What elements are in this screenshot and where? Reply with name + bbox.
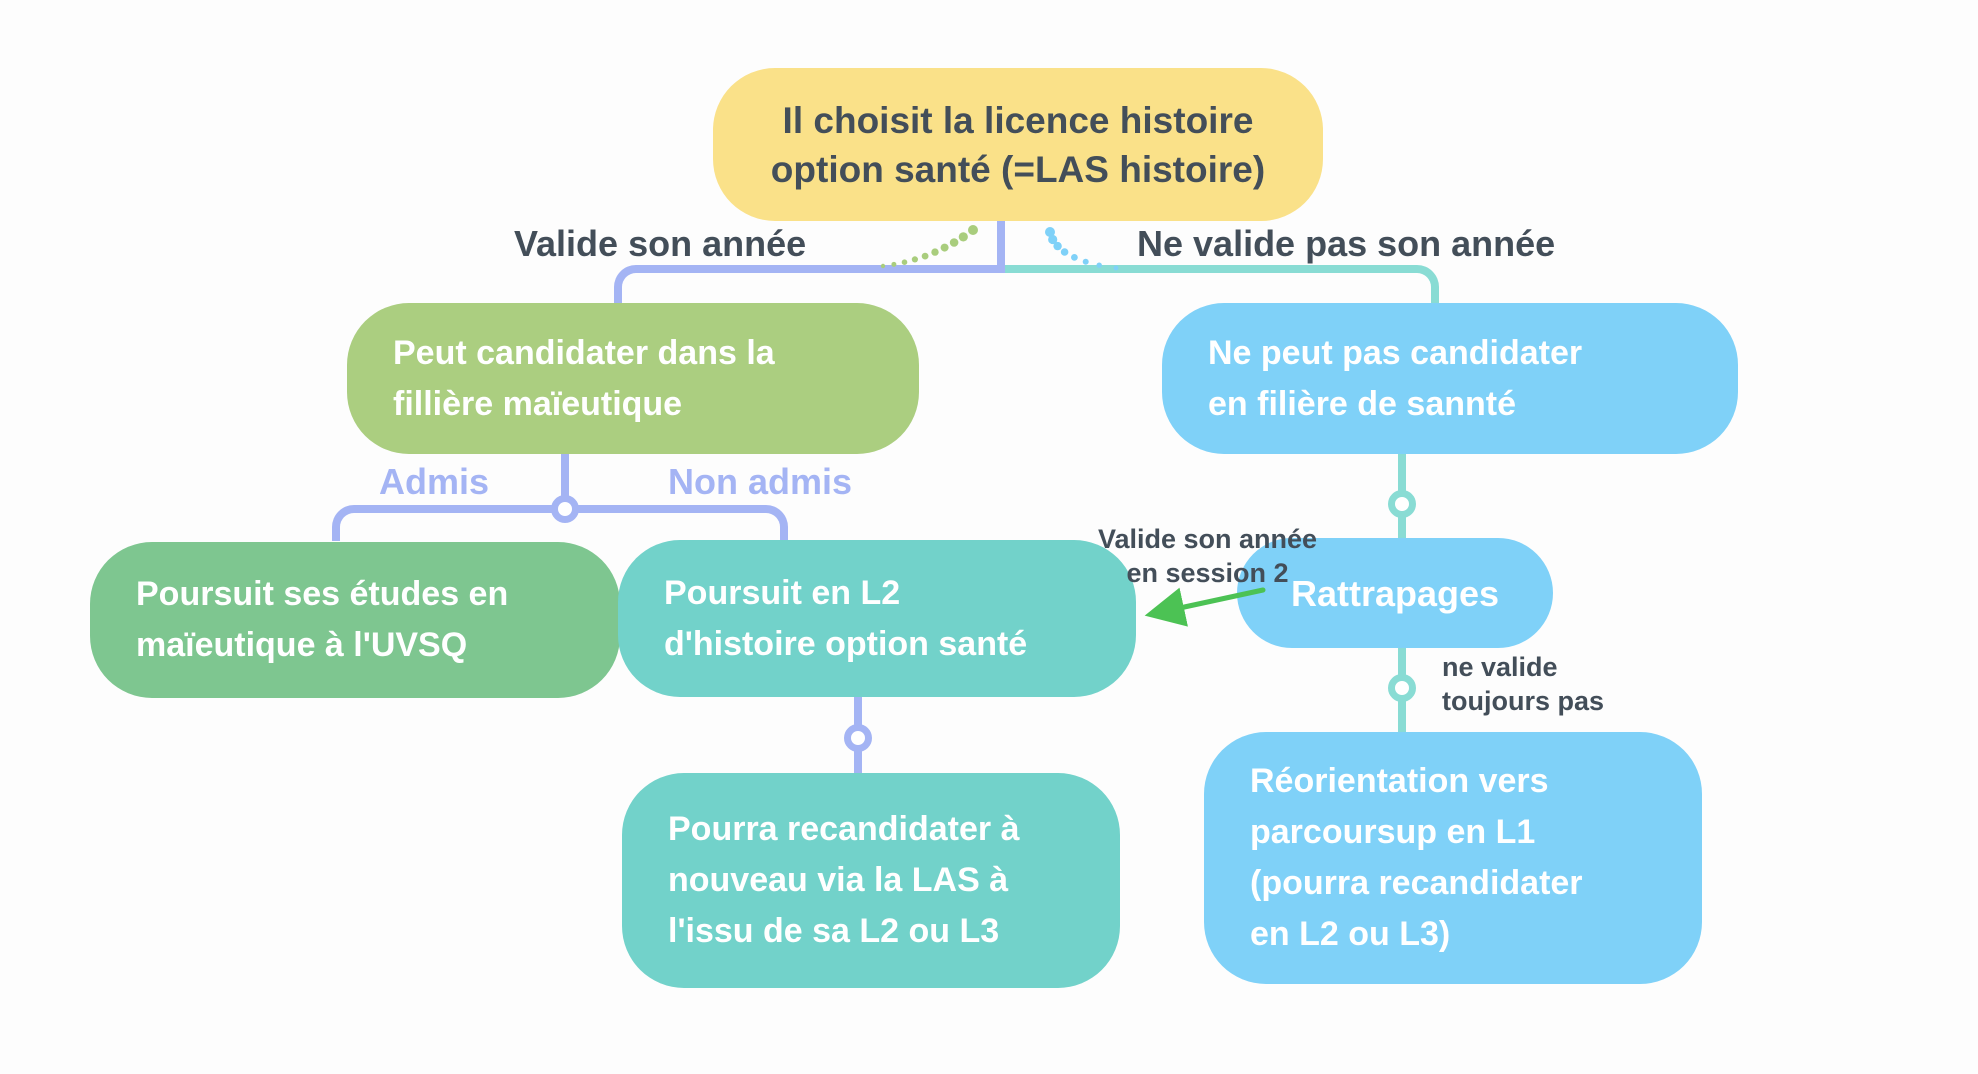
- node-reorientation-line2: parcoursup en L1: [1250, 813, 1536, 851]
- node-can-apply-line1: Peut candidater dans la: [393, 333, 775, 372]
- label-admitted: Admis: [379, 461, 490, 502]
- node-continue-l2-line2: d'histoire option santé: [664, 624, 1028, 663]
- connector-not-validates-branch: [1005, 265, 1439, 311]
- node-reorientation-line4: en L2 ou L3): [1250, 915, 1451, 953]
- label-session2-line2: en session 2: [1126, 558, 1289, 588]
- connector-validates-branch: [614, 265, 1013, 311]
- node-root-line2: option santé (=LAS histoire): [770, 148, 1266, 190]
- node-cannot-apply-line1: Ne peut pas candidater: [1208, 333, 1583, 372]
- junction-dot-reorientation: [1388, 674, 1416, 702]
- node-reapply-las-line3: l'issu de sa L2 ou L3: [668, 912, 1000, 950]
- node-reorientation-line3: (pourra recandidater: [1250, 864, 1583, 902]
- node-cannot-apply-line2: en filière de sannté: [1208, 384, 1516, 423]
- label-session2-line1: Valide son année: [1097, 524, 1318, 554]
- node-continue-uvsq-line1: Poursuit ses études en: [136, 575, 509, 613]
- node-continue-uvsq-line2: maïeutique à l'UVSQ: [136, 626, 468, 664]
- green-dotted-arc: [880, 225, 978, 269]
- node-continue-uvsq[interactable]: Poursuit ses études en maïeutique à l'UV…: [90, 542, 620, 698]
- node-rattrapages-label: Rattrapages: [1290, 572, 1500, 614]
- node-reorientation-line1: Réorientation vers: [1250, 762, 1549, 800]
- node-continue-l2[interactable]: Poursuit en L2 d'histoire option santé: [618, 540, 1136, 697]
- node-reapply-las[interactable]: Pourra recandidater à nouveau via la LAS…: [622, 773, 1120, 988]
- label-still-fails: ne valide toujours pas: [1442, 650, 1604, 718]
- label-still-fails-line1: ne valide: [1442, 652, 1558, 682]
- node-reapply-las-line2: nouveau via la LAS à: [668, 861, 1009, 899]
- label-still-fails-line2: toujours pas: [1442, 686, 1605, 716]
- label-not-admitted: Non admis: [668, 461, 853, 502]
- node-cannot-apply[interactable]: Ne peut pas candidater en filière de san…: [1162, 303, 1738, 454]
- node-root[interactable]: Il choisit la licence histoire option sa…: [713, 68, 1323, 221]
- node-continue-l2-line1: Poursuit en L2: [664, 573, 901, 612]
- label-session2: Valide son année en session 2: [1075, 522, 1340, 590]
- node-root-line1: Il choisit la licence histoire: [782, 99, 1254, 141]
- node-rattrapages[interactable]: Rattrapages: [1237, 538, 1553, 648]
- session2-arrow: [1144, 587, 1266, 627]
- branch-label-not-validates: Ne valide pas son année: [1137, 223, 1556, 264]
- node-reapply-las-line1: Pourra recandidater à: [668, 810, 1020, 848]
- blue-dotted-arc: [1045, 227, 1119, 271]
- node-can-apply-line2: fillière maïeutique: [393, 384, 683, 423]
- node-reorientation[interactable]: Réorientation vers parcoursup en L1 (pou…: [1204, 732, 1702, 984]
- junction-dot-admis: [551, 495, 579, 523]
- connector-root-stub: [997, 219, 1005, 269]
- junction-dot-l2: [844, 724, 872, 752]
- junction-dot-rattrapages: [1388, 490, 1416, 518]
- branch-label-validates: Valide son année: [514, 223, 807, 264]
- node-can-apply[interactable]: Peut candidater dans la fillière maïeuti…: [347, 303, 919, 454]
- connector-admis-stub: [561, 454, 569, 498]
